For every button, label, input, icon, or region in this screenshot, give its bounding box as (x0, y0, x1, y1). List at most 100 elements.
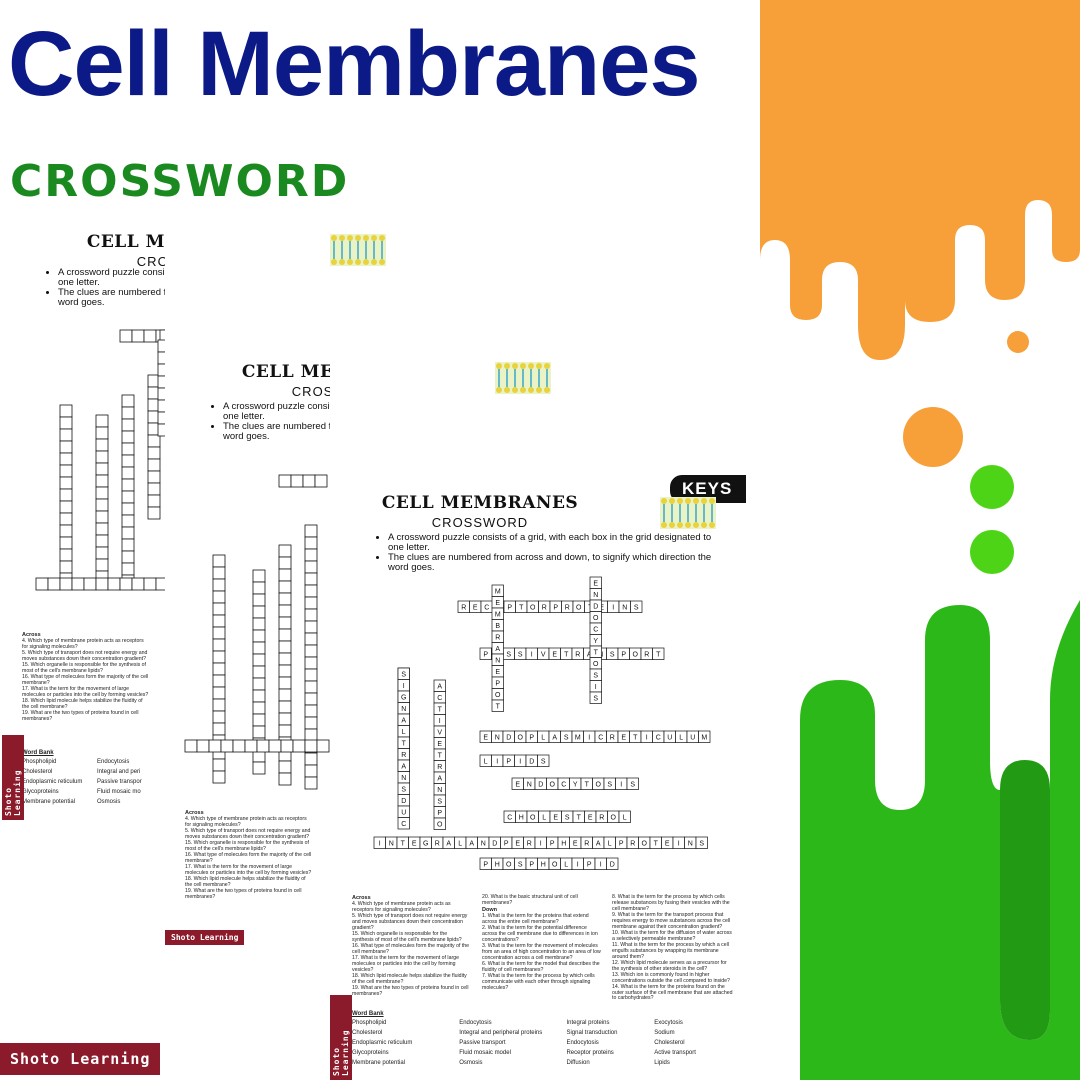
grid-cell (232, 739, 246, 753)
membrane-icon (330, 234, 386, 266)
answer-letter: E (593, 581, 598, 588)
worksheet-middle: CELL MEMBRANES CROSSWORD A crossword puz… (165, 350, 330, 950)
instruction-item: A crossword puzzle consists of a grid, w… (388, 533, 716, 553)
answer-letter: E (473, 605, 478, 612)
word-bank-item: Passive transpor (97, 779, 142, 785)
answer-letter: H (541, 862, 546, 869)
grid-cell (316, 739, 330, 753)
grid-cell (95, 426, 109, 440)
word-bank-heading: Word Bank (352, 1011, 384, 1017)
clue-item: 18. Which lipid molecule helps stabilize… (22, 697, 143, 710)
answer-letter: P (587, 862, 592, 869)
answer-letter: S (593, 673, 598, 680)
clue-item: 4. Which type of membrane protein acts a… (22, 637, 144, 650)
answer-letter: A (552, 735, 557, 742)
answer-letter: N (495, 658, 500, 665)
grid-cell (121, 406, 135, 420)
answer-letter: U (667, 735, 672, 742)
answer-letter: S (610, 652, 615, 659)
green-wave-shape (800, 600, 1080, 1080)
clue-item: 17. What is the term for the movement of… (22, 685, 149, 698)
answer-letter: S (564, 735, 569, 742)
clue-item: 5. Which type of transport does not requ… (352, 912, 468, 931)
answer-letter: R (644, 652, 649, 659)
grid-cell (304, 620, 318, 634)
answer-letter: N (437, 787, 442, 794)
clue-item: 4. Which type of membrane protein acts a… (352, 900, 451, 913)
clue-item: 8. What is the term for the process by w… (612, 894, 730, 912)
answer-letter: E (495, 669, 500, 676)
grid-cell (212, 758, 226, 772)
brand-label-main: Shoto Learning (0, 1043, 161, 1075)
grid-cell (121, 562, 135, 576)
answer-letter: E (495, 600, 500, 607)
grid-cell (95, 558, 109, 572)
answer-letter: T (564, 652, 569, 659)
answer-letter: P (504, 841, 509, 848)
worksheet-title: CELL MEMBRANES (241, 362, 330, 382)
clue-item: 16. What type of molecules form the majo… (22, 673, 149, 686)
word-bank-item: Diffusion (566, 1060, 590, 1066)
answer-letter: O (518, 735, 524, 742)
grid-cell (278, 724, 292, 738)
grid-cell (278, 568, 292, 582)
answer-letter: L (679, 735, 683, 742)
answer-letter: B (495, 623, 500, 630)
grid-cell (252, 605, 266, 619)
answer-letter: S (634, 605, 639, 612)
answer-cell (695, 836, 708, 849)
grid-cell (268, 739, 282, 753)
answer-letter: O (576, 605, 582, 612)
grid-cell (304, 776, 318, 790)
answer-cell (397, 817, 410, 830)
grid-cell (304, 692, 318, 706)
answer-letter: A (596, 841, 601, 848)
grid-cell (157, 375, 165, 389)
answer-letter: A (401, 764, 406, 771)
word-bank-item: Endocytosis (566, 1040, 599, 1046)
grid-cell (278, 772, 292, 786)
answer-letter: S (630, 782, 635, 789)
answer-letter: N (401, 775, 406, 782)
orange-drip-shape (760, 0, 1080, 360)
grid-cell (35, 577, 49, 591)
orange-dot-large (903, 407, 963, 467)
grid-cell (131, 329, 145, 343)
instruction-item: The clues are numbered from across and d… (388, 552, 716, 573)
across-heading: Across (22, 632, 41, 638)
crossword-answer-grid: RECEPTORPROTEINSPASSIVETRANSPORTENDOPLAS… (373, 576, 711, 870)
grid-cell (208, 739, 222, 753)
clue-item: 3. What is the term for the movement of … (482, 942, 601, 961)
word-bank-item: Endocytosis (459, 1020, 492, 1026)
word-bank-item: Glycoproteins (352, 1050, 389, 1056)
answer-letter: E (553, 815, 558, 822)
grid-cell (278, 688, 292, 702)
answer-letter: E (412, 841, 417, 848)
clue-item: 19. What are the two types of proteins f… (352, 984, 469, 997)
answer-letter: P (483, 652, 488, 659)
grid-cell (143, 577, 157, 591)
grid-cell (59, 452, 73, 466)
answer-letter: A (401, 718, 406, 725)
clue-item: 5. Which type of transport does not requ… (185, 827, 311, 840)
answer-letter: O (530, 815, 536, 822)
grid-cell (212, 770, 226, 784)
grid-cell (278, 760, 292, 774)
answer-letter: T (401, 841, 406, 848)
answer-letter: E (552, 652, 557, 659)
grid-cell (252, 665, 266, 679)
answer-letter: N (593, 592, 598, 599)
word-bank-item: Membrane potential (22, 799, 76, 805)
grid-cell (157, 363, 165, 377)
answer-letter: D (492, 841, 497, 848)
answer-letter: T (438, 707, 443, 714)
grid-cell (95, 546, 109, 560)
grid-cell (121, 418, 135, 432)
grid-cell (212, 614, 226, 628)
green-dot-2 (970, 530, 1014, 574)
word-bank-item: Exocytosis (654, 1020, 683, 1026)
clue-item: 4. Which type of membrane protein acts a… (185, 815, 307, 828)
grid-cell (95, 510, 109, 524)
grid-cell (252, 761, 266, 775)
grid-cell (47, 577, 61, 591)
